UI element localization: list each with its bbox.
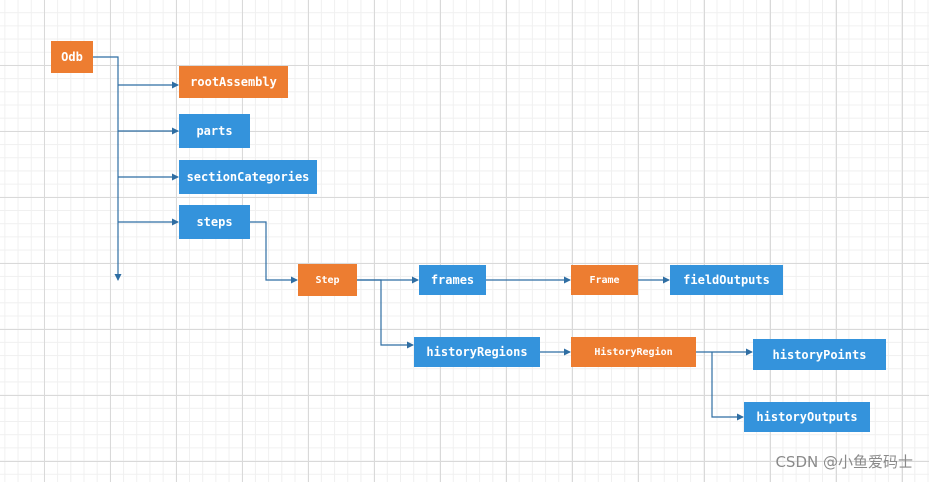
watermark-text: CSDN @小鱼爱码士: [775, 453, 913, 471]
connector-steps-step: [250, 221, 298, 284]
node-history-points: historyPoints: [753, 339, 886, 370]
node-field-outputs: fieldOutputs: [670, 265, 783, 295]
node-odb: Odb: [51, 41, 93, 73]
connector-historyregion-historyoutputs: [711, 352, 744, 421]
connector-step-historyregions: [357, 279, 414, 349]
node-history-outputs: historyOutputs: [744, 402, 870, 432]
node-history-region: HistoryRegion: [571, 337, 696, 367]
node-frames: frames: [419, 265, 486, 295]
connector-odb-trunk: [93, 56, 122, 281]
node-steps: steps: [179, 205, 250, 239]
node-parts: parts: [179, 114, 250, 148]
node-section-categories: sectionCategories: [179, 160, 317, 194]
node-root-assembly: rootAssembly: [179, 66, 288, 98]
node-history-regions: historyRegions: [414, 337, 540, 367]
node-step: Step: [298, 264, 357, 296]
node-frame: Frame: [571, 265, 638, 295]
